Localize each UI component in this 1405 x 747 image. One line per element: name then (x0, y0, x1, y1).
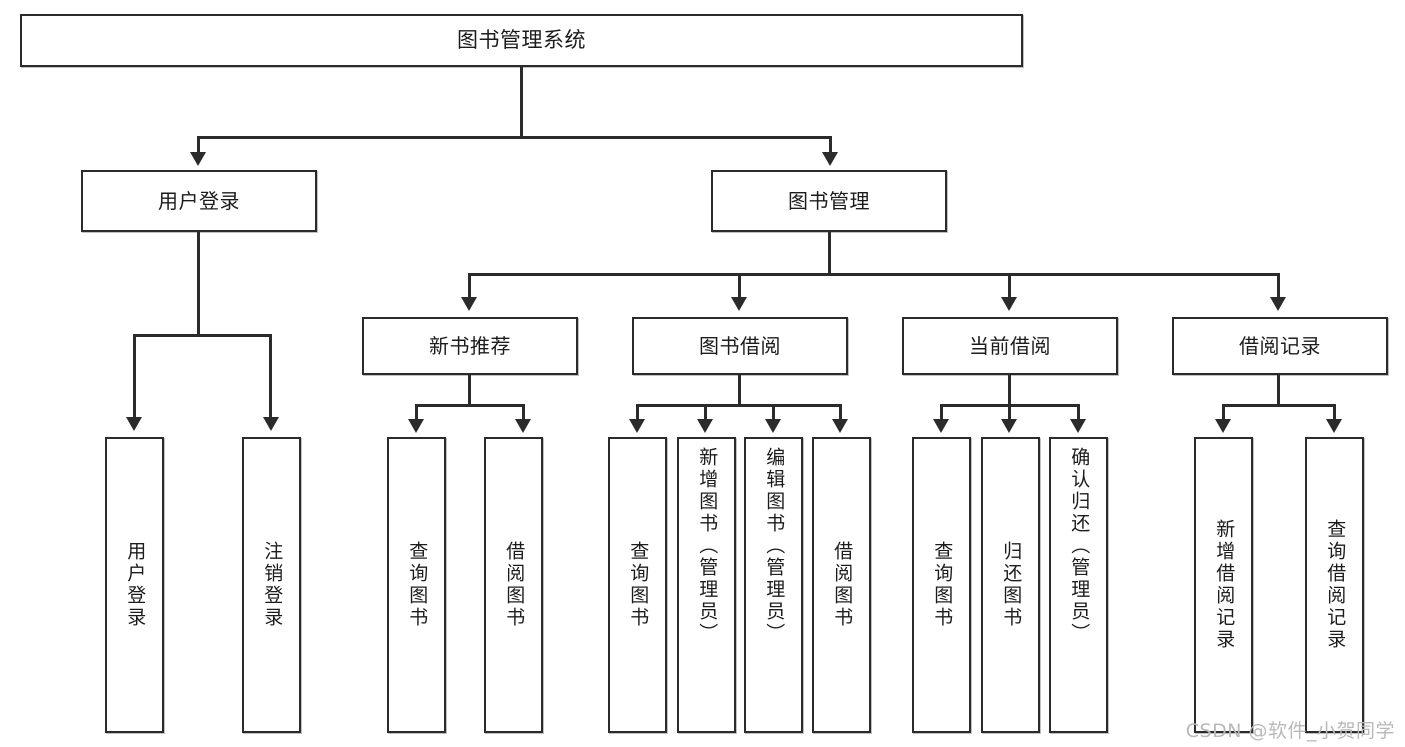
connector-cb-drop-2 (1008, 404, 1011, 421)
connector-l3-drop-4 (1277, 273, 1280, 299)
node-label: 查询图书 (406, 541, 429, 629)
connector-nbr-drop-2 (522, 404, 525, 421)
arrow-to-borrow-record (1270, 297, 1286, 311)
node-leaf-add-book[interactable]: 新增图书（管理员） (677, 437, 736, 733)
arrow-to-leaf-query-book-3 (933, 419, 949, 433)
node-leaf-edit-book[interactable]: 编辑图书（管理员） (744, 437, 803, 733)
connector-book-borrow-bus (636, 404, 842, 407)
arrow-to-leaf-query-record (1326, 419, 1342, 433)
arrow-to-leaf-edit-book (765, 419, 781, 433)
node-label: 用户登录 (124, 541, 147, 629)
node-label: 归还图书 (1000, 541, 1023, 629)
arrow-to-book-manage (822, 152, 838, 166)
node-leaf-add-record[interactable]: 新增借阅记录 (1194, 437, 1253, 733)
node-label: 图书借阅 (699, 333, 781, 358)
connector-cb-drop-3 (1077, 404, 1080, 421)
node-leaf-user-logout[interactable]: 注销登录 (242, 437, 301, 733)
node-borrow-record[interactable]: 借阅记录 (1172, 317, 1388, 375)
arrow-to-leaf-add-book (697, 419, 713, 433)
connector-user-login-bus (133, 334, 272, 337)
connector-l3-drop-1 (468, 273, 471, 299)
connector-nbr-drop-1 (415, 404, 418, 421)
connector-book-manage-stem (828, 232, 831, 276)
connector-cb-drop-1 (940, 404, 943, 421)
node-leaf-query-record[interactable]: 查询借阅记录 (1305, 437, 1364, 733)
node-book-manage[interactable]: 图书管理 (711, 170, 947, 232)
node-label: 查询借阅记录 (1324, 519, 1347, 651)
node-label: 借阅图书 (831, 541, 854, 629)
connector-user-login-drop-1 (133, 334, 136, 419)
arrow-to-leaf-query-book-2 (629, 419, 645, 433)
node-label: 借阅记录 (1239, 333, 1321, 358)
node-leaf-borrow-book-1[interactable]: 借阅图书 (484, 437, 543, 733)
arrow-to-new-book-rec (461, 297, 477, 311)
node-user-login[interactable]: 用户登录 (81, 170, 317, 232)
node-leaf-query-book-1[interactable]: 查询图书 (387, 437, 446, 733)
connector-root-drop-right (829, 136, 832, 154)
connector-user-login-drop-2 (269, 334, 272, 419)
node-label: 新增图书（管理员） (696, 447, 719, 645)
connector-bb-drop-4 (839, 404, 842, 421)
node-leaf-borrow-book-2[interactable]: 借阅图书 (812, 437, 871, 733)
node-label: 图书管理 (788, 188, 870, 213)
connector-root-bus (197, 136, 832, 139)
connector-new-book-rec-stem (468, 375, 471, 406)
node-label: 当前借阅 (969, 333, 1051, 358)
connector-book-manage-bus (468, 273, 1280, 276)
arrow-to-leaf-borrow-book-1 (515, 419, 531, 433)
node-leaf-user-login[interactable]: 用户登录 (105, 437, 164, 733)
node-label: 查询图书 (627, 541, 650, 629)
node-label: 图书管理系统 (457, 27, 586, 52)
connector-borrow-record-stem (1277, 375, 1280, 406)
arrow-to-leaf-user-login (126, 417, 142, 431)
connector-root-drop-left (197, 136, 200, 154)
node-label: 查询图书 (931, 541, 954, 629)
arrow-to-leaf-return-book (1001, 419, 1017, 433)
node-leaf-confirm-return[interactable]: 确认归还（管理员） (1049, 437, 1108, 733)
node-label: 注销登录 (261, 541, 284, 629)
node-label: 用户登录 (158, 188, 240, 213)
connector-root-stem (520, 67, 523, 138)
connector-book-borrow-stem (738, 375, 741, 406)
node-label: 编辑图书（管理员） (763, 447, 786, 645)
node-label: 新增借阅记录 (1213, 519, 1236, 651)
connector-bb-drop-2 (704, 404, 707, 421)
node-book-borrow[interactable]: 图书借阅 (632, 317, 848, 375)
connector-br-drop-2 (1333, 404, 1336, 421)
connector-new-book-rec-bus (415, 404, 525, 407)
connector-bb-drop-1 (636, 404, 639, 421)
arrow-to-leaf-add-record (1215, 419, 1231, 433)
arrow-to-leaf-user-logout (263, 417, 279, 431)
connector-bb-drop-3 (772, 404, 775, 421)
connector-user-login-stem (197, 232, 200, 336)
node-root-system[interactable]: 图书管理系统 (20, 14, 1023, 67)
node-new-book-rec[interactable]: 新书推荐 (362, 317, 578, 375)
connector-l3-drop-2 (738, 273, 741, 299)
arrow-to-current-borrow (1001, 297, 1017, 311)
node-current-borrow[interactable]: 当前借阅 (902, 317, 1118, 375)
arrow-to-leaf-confirm-return (1070, 419, 1086, 433)
arrow-to-leaf-query-book-1 (408, 419, 424, 433)
node-label: 借阅图书 (503, 541, 526, 629)
connector-borrow-record-bus (1222, 404, 1336, 407)
arrow-to-user-login (190, 152, 206, 166)
arrow-to-leaf-borrow-book-2 (832, 419, 848, 433)
node-leaf-return-book[interactable]: 归还图书 (981, 437, 1040, 733)
node-label: 新书推荐 (429, 333, 511, 358)
connector-l3-drop-3 (1008, 273, 1011, 299)
node-leaf-query-book-3[interactable]: 查询图书 (912, 437, 971, 733)
node-label: 确认归还（管理员） (1068, 447, 1091, 645)
arrow-to-book-borrow (731, 297, 747, 311)
connector-current-borrow-stem (1008, 375, 1011, 406)
node-leaf-query-book-2[interactable]: 查询图书 (608, 437, 667, 733)
connector-br-drop-1 (1222, 404, 1225, 421)
